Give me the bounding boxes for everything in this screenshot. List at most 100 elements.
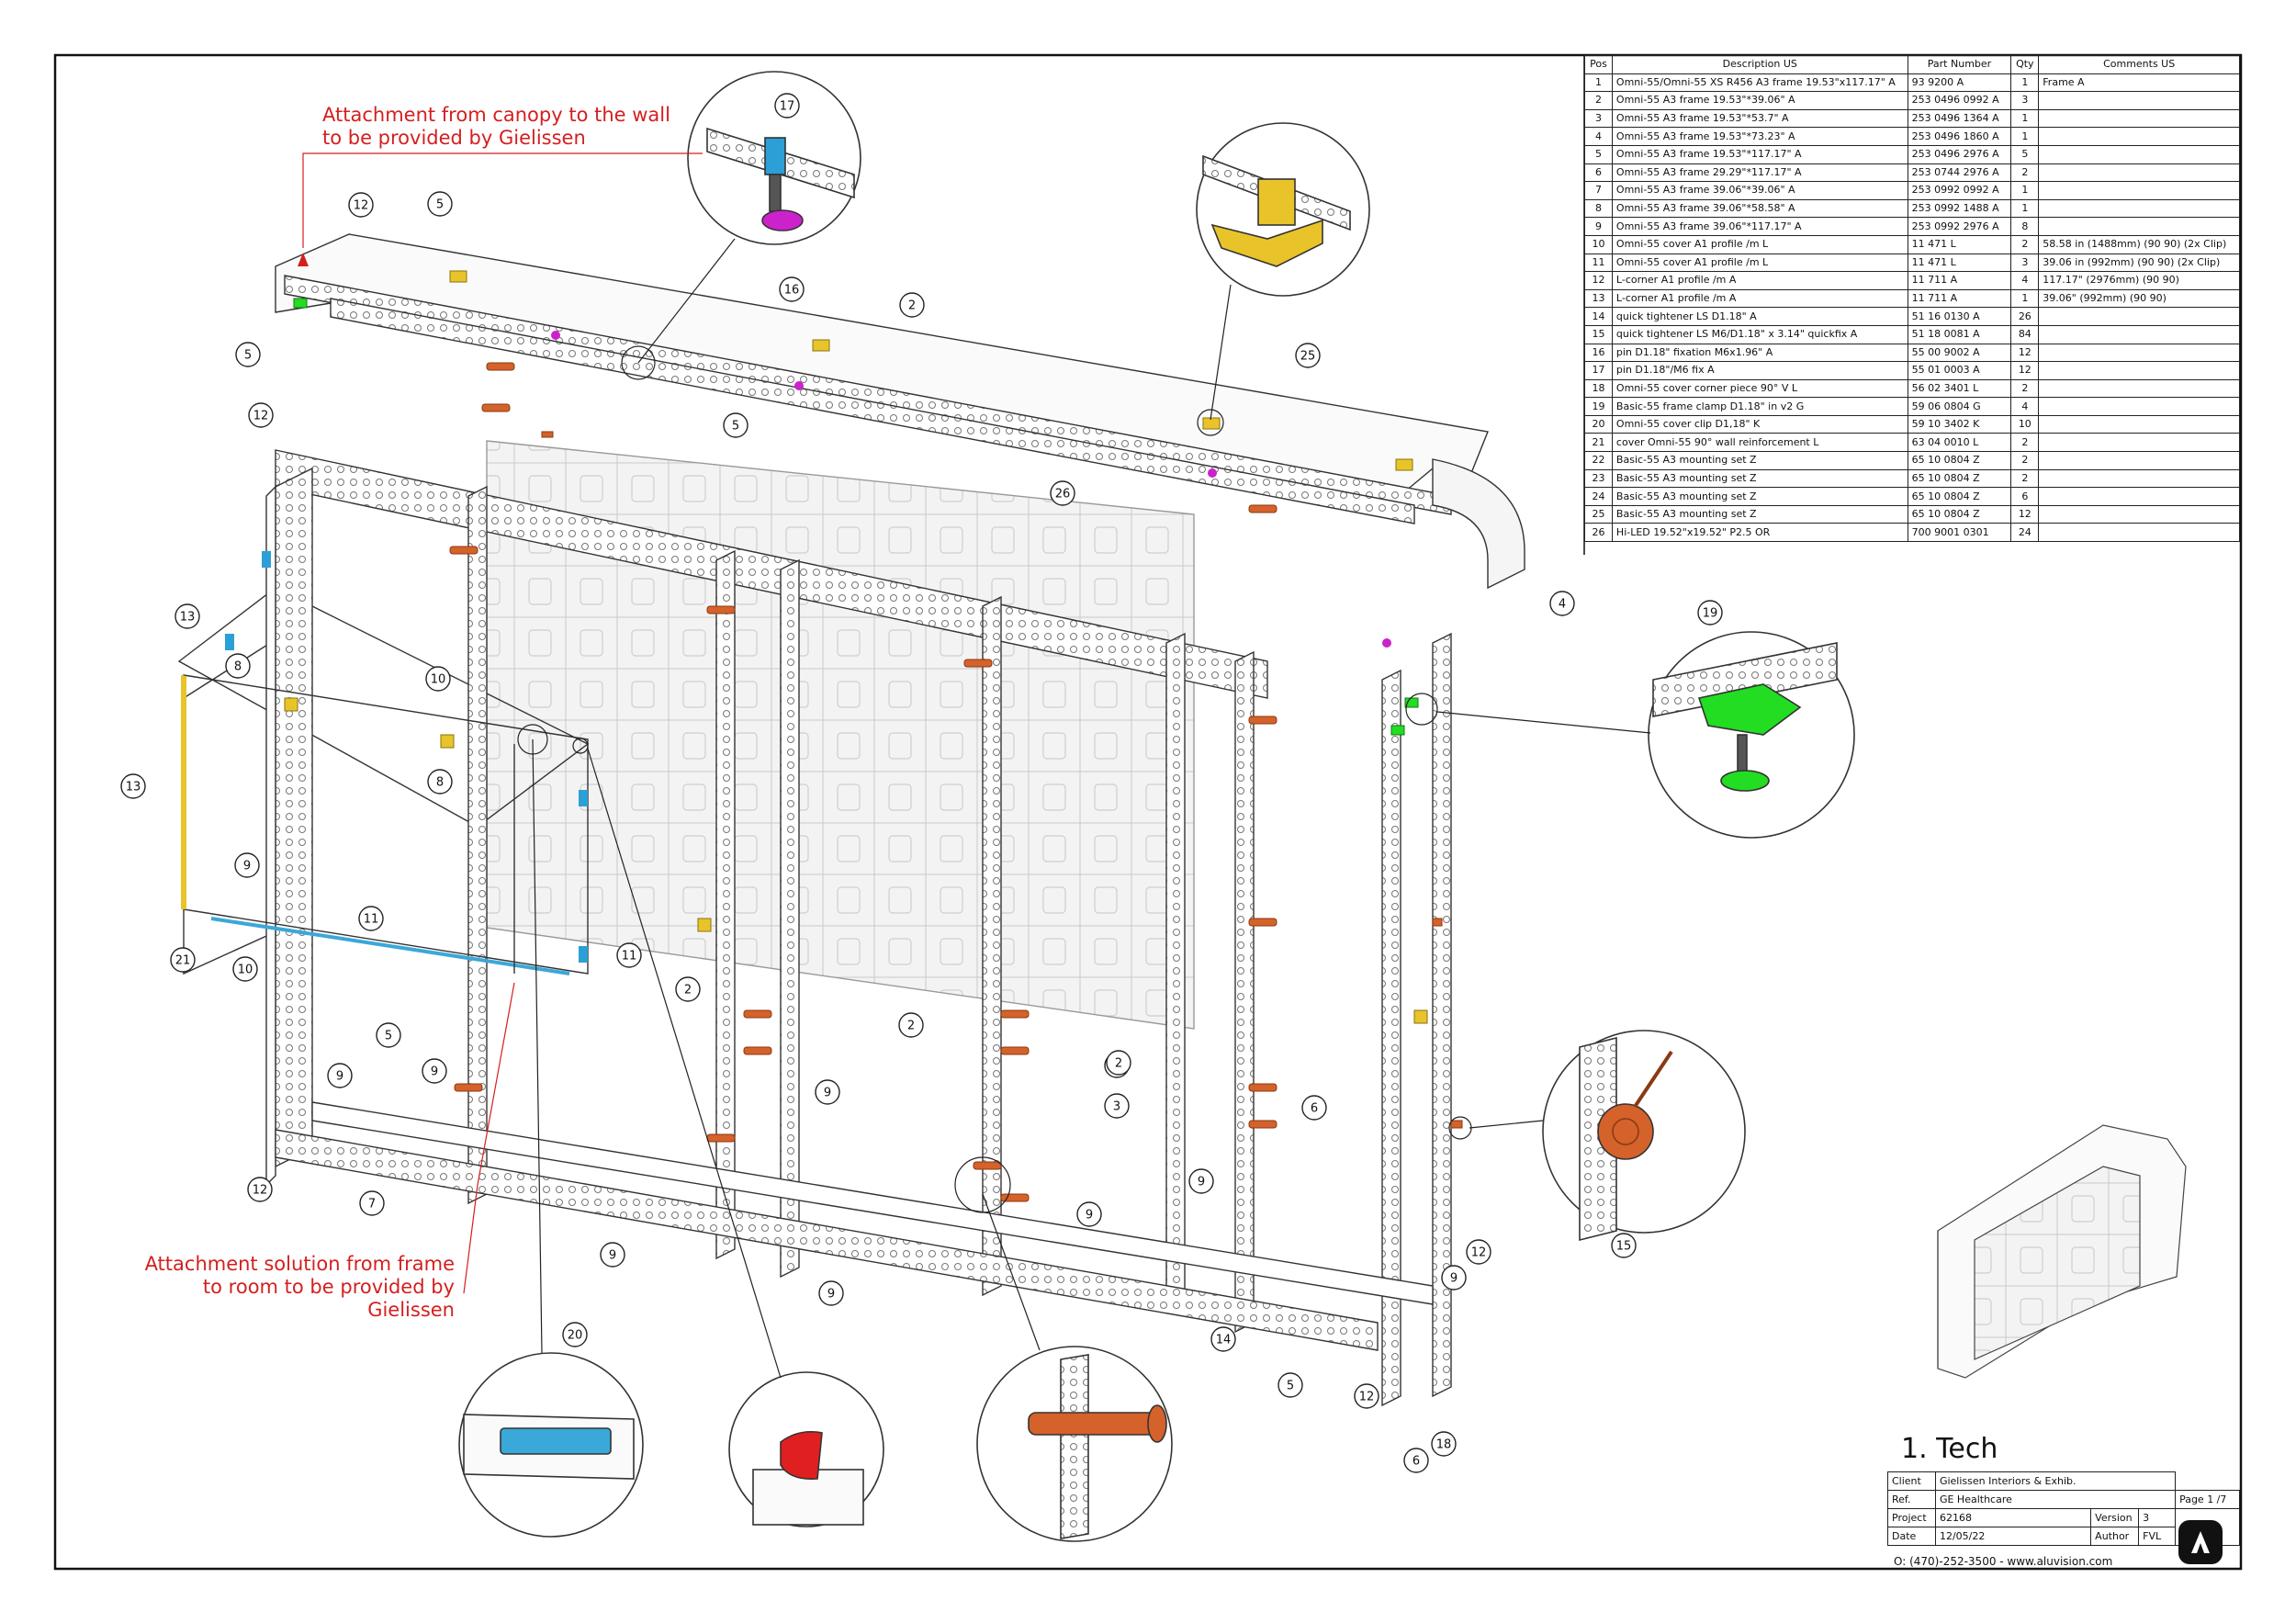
callout-number: 9 <box>609 1249 616 1263</box>
bom-header-part-number: Part Number <box>1907 55 2012 74</box>
bom-cell-comments: Frame A <box>2038 73 2240 93</box>
project-value: 62168 <box>1934 1508 2092 1527</box>
callout-number: 9 <box>1086 1209 1093 1223</box>
callout-number: 9 <box>824 1087 831 1100</box>
callout-3: 3 <box>1104 1093 1130 1119</box>
callout-circle <box>376 1022 401 1048</box>
bom-cell-part-number: 93 9200 A <box>1907 73 2012 93</box>
bom-cell-description: Omni-55 cover corner piece 90° V L <box>1611 378 1908 399</box>
callout-25: 25 <box>1295 343 1321 368</box>
bom-cell-part-number: 253 0496 1860 A <box>1907 127 2012 146</box>
callout-number: 12 <box>354 199 369 213</box>
bom-cell-comments <box>2038 91 2240 110</box>
page-number: Page 1 /7 <box>2175 1490 2240 1509</box>
bom-cell-part-number: 11 471 L <box>1907 234 2012 254</box>
bom-cell-description: Basic-55 A3 mounting set Z <box>1611 468 1908 489</box>
callout-2: 2 <box>675 976 701 1002</box>
title-block: Client Gielissen Interiors & Exhib. Ref.… <box>1887 1471 2240 1546</box>
callout-2: 2 <box>899 292 925 318</box>
callout-circle <box>779 276 805 302</box>
callout-circle <box>1277 1372 1303 1398</box>
callout-5: 5 <box>376 1022 401 1048</box>
callout-circle <box>1104 1093 1130 1119</box>
callout-circle <box>1697 600 1723 626</box>
callout-circle <box>120 773 146 799</box>
bom-cell-qty: 4 <box>2010 271 2040 290</box>
project-label: Project <box>1887 1508 1936 1527</box>
date-label: Date <box>1887 1527 1936 1546</box>
bom-cell-description: pin D1.18"/M6 fix A <box>1611 361 1908 380</box>
bom-cell-pos: 8 <box>1584 198 1613 219</box>
callout-circle <box>235 342 261 367</box>
callout-15: 15 <box>1611 1233 1637 1258</box>
callout-circle <box>1106 1050 1131 1076</box>
ref-value: GE Healthcare <box>1934 1490 2177 1509</box>
detail-19 <box>1648 631 1855 839</box>
leader-lines <box>517 238 1651 1379</box>
note-canopy-attachment: Attachment from canopy to the wall to be… <box>322 104 670 150</box>
bom-cell-comments <box>2038 397 2240 416</box>
callout-21: 21 <box>170 947 196 973</box>
callout-number: 9 <box>431 1065 438 1079</box>
thumbnail-preview <box>1937 1124 2187 1379</box>
bom-cell-qty: 12 <box>2010 361 2040 380</box>
callout-number: 11 <box>364 913 379 927</box>
bom-cell-pos: 2 <box>1584 91 1613 110</box>
callout-circle <box>422 1058 447 1084</box>
callout-number: 11 <box>622 950 637 964</box>
bom-cell-comments <box>2038 217 2240 236</box>
bom-cell-comments: 58.58 in (1488mm) (90 90) (2x Clip) <box>2038 234 2240 254</box>
bom-cell-pos: 5 <box>1584 144 1613 164</box>
bom-cell-qty: 2 <box>2010 163 2040 183</box>
callout-circle <box>1431 1431 1457 1457</box>
callout-number: 2 <box>684 984 692 997</box>
bom-cell-qty: 5 <box>2010 144 2040 164</box>
bom-cell-part-number: 253 0496 0992 A <box>1907 91 2012 110</box>
callout-circle <box>1611 1233 1637 1258</box>
bom-cell-pos: 3 <box>1584 108 1613 129</box>
bom-cell-pos: 24 <box>1584 487 1613 506</box>
callout-9: 9 <box>422 1058 447 1084</box>
callout-number: 10 <box>238 964 253 977</box>
callout-number: 5 <box>1287 1380 1294 1393</box>
bom-header-pos: Pos <box>1584 55 1613 74</box>
bom-cell-pos: 26 <box>1584 523 1613 543</box>
callout-9: 9 <box>600 1242 625 1268</box>
callout-13: 13 <box>120 773 146 799</box>
bom-cell-description: Omni-55 A3 frame 19.53"*39.06" A <box>1611 91 1908 110</box>
callout-number: 12 <box>1359 1391 1375 1404</box>
bom-cell-comments <box>2038 451 2240 470</box>
bom-cell-comments <box>2038 198 2240 219</box>
bom-cell-pos: 17 <box>1584 361 1613 380</box>
bom-cell-qty: 2 <box>2010 378 2040 399</box>
callout-circle <box>170 947 196 973</box>
callout-6: 6 <box>1301 1095 1327 1121</box>
bom-cell-pos: 20 <box>1584 414 1613 434</box>
callout-17: 17 <box>774 93 800 118</box>
callout-number: 9 <box>336 1070 343 1084</box>
callout-circle <box>247 1177 273 1202</box>
bom-cell-comments <box>2038 324 2240 344</box>
callout-circle <box>425 666 451 692</box>
callout-number: 5 <box>385 1030 392 1043</box>
bom-cell-comments <box>2038 108 2240 129</box>
callout-circle <box>1188 1168 1214 1194</box>
callout-circle <box>1301 1095 1327 1121</box>
callout-12: 12 <box>1466 1239 1491 1265</box>
bom-cell-part-number: 700 9001 0301 <box>1907 523 2012 543</box>
callout-number: 6 <box>1412 1455 1420 1469</box>
callout-circle <box>774 93 800 118</box>
bom-cell-pos: 18 <box>1584 378 1613 399</box>
main-assembly <box>177 233 1525 1407</box>
bom-cell-pos: 14 <box>1584 307 1613 326</box>
callout-5: 5 <box>235 342 261 367</box>
version-label: Version <box>2090 1508 2140 1527</box>
callout-circle <box>348 192 374 218</box>
